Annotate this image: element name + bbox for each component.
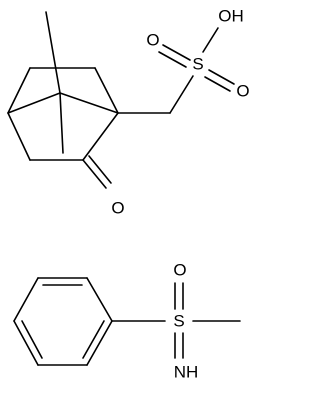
- bond: [7, 92, 61, 114]
- methyl-phenyl-sulfoximine-structure: S O NH: [13, 261, 241, 382]
- imine-nh-label: NH: [174, 363, 199, 382]
- bond: [7, 67, 31, 114]
- sulfoximine-sulfur-label: S: [173, 312, 184, 331]
- bond: [82, 112, 119, 161]
- chemical-structure-canvas: S OH O O O S O NH: [7, 7, 250, 382]
- bond: [88, 155, 112, 184]
- sulfur-label: S: [192, 55, 203, 74]
- ketone-oxygen-label: O: [111, 199, 124, 218]
- bond: [7, 112, 31, 161]
- camphorsulfonic-acid-structure: S OH O O O: [7, 7, 250, 218]
- bond: [162, 44, 191, 61]
- bond: [45, 11, 61, 94]
- bond: [94, 67, 119, 114]
- bond: [13, 320, 39, 366]
- structure-drawing: S OH O O O S O NH: [7, 7, 250, 382]
- bond: [82, 320, 105, 359]
- bond: [208, 69, 235, 85]
- bond: [202, 27, 219, 53]
- bond: [158, 51, 187, 68]
- bond: [82, 159, 107, 189]
- bond: [13, 277, 39, 322]
- hydroxyl-label: OH: [218, 7, 244, 26]
- bond: [21, 320, 43, 359]
- sulfinyl-oxygen-label: O: [173, 261, 186, 280]
- bond: [59, 92, 64, 154]
- bond: [86, 320, 113, 366]
- bond: [204, 76, 231, 92]
- bond: [169, 75, 194, 114]
- bond: [86, 277, 113, 322]
- sulfonyl-oxygen-right-label: O: [236, 82, 249, 101]
- sulfonyl-oxygen-top-label: O: [146, 31, 159, 50]
- bond: [59, 92, 119, 114]
